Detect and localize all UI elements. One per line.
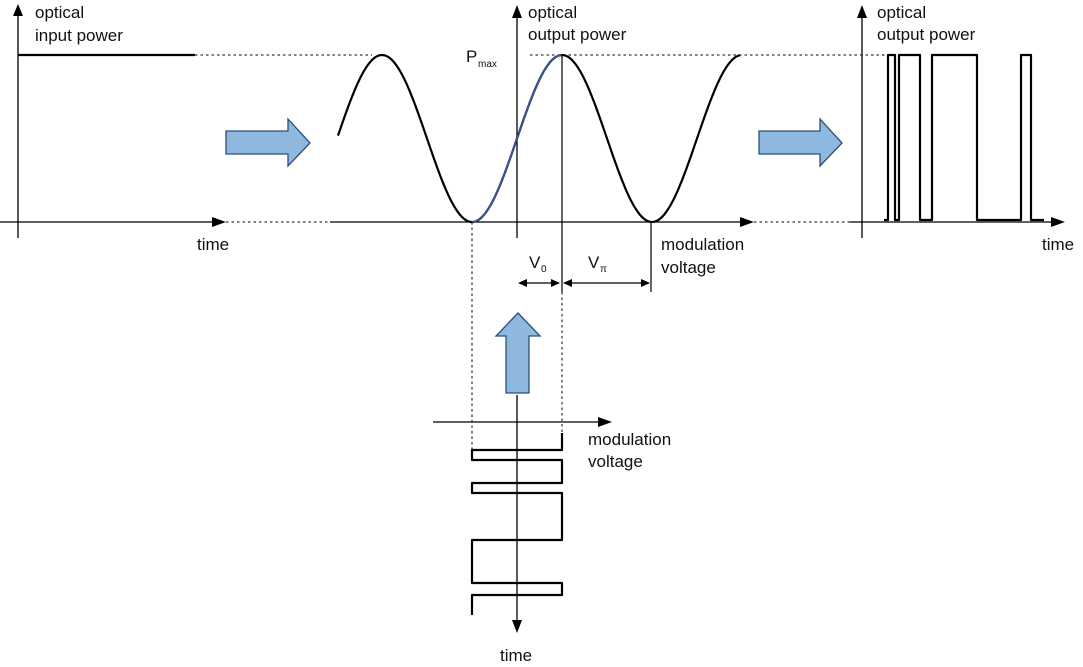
drive-modulation-voltage-label-line2: voltage (588, 452, 643, 471)
flow-arrow-input-to-modulator (225, 117, 311, 168)
flow-arrow-modulator-to-output (758, 117, 843, 168)
vpi-left-arrowhead (563, 279, 572, 287)
modulation-voltage-label-line2: voltage (661, 258, 716, 277)
optical-output-pulse-train (884, 53, 1044, 222)
operating-segment-curve (471, 54, 563, 223)
drive-voltage-waveform (470, 433, 564, 615)
right-output-power-label-line2: output power (877, 25, 976, 44)
left-time-label: time (197, 235, 229, 254)
vpi-symbol: V (588, 253, 600, 272)
input-power-label-line1: optical (35, 3, 84, 22)
v0-symbol: V (529, 253, 541, 272)
v0-subscript: 0 (541, 264, 547, 275)
right-time-label: time (1042, 235, 1074, 254)
v0-left-arrowhead (518, 279, 527, 287)
input-power-panel: optical input power time (0, 3, 372, 254)
transfer-function-panel: optical output power P max modulation vo… (330, 3, 888, 292)
drive-modulation-voltage-label-line1: modulation (588, 430, 671, 449)
drive-signal-panel: modulation voltage time (433, 222, 671, 665)
flow-arrow-drive-to-modulator (494, 312, 542, 394)
output-power-label-line2: output power (528, 25, 627, 44)
v0-right-arrowhead (551, 279, 560, 287)
vpi-subscript: π (600, 264, 607, 275)
v0-dimension: V 0 (518, 253, 560, 287)
input-power-label-line2: input power (35, 26, 123, 45)
input-power-y-axis-arrowhead (13, 4, 23, 16)
vpi-right-arrowhead (641, 279, 650, 287)
output-power-y-axis-arrowhead (512, 5, 522, 18)
right-output-power-label-line1: optical (877, 3, 926, 22)
drive-voltage-axis-arrowhead (598, 417, 612, 427)
drive-time-axis-arrowhead (512, 620, 522, 633)
pmax-subscript: max (478, 59, 497, 70)
output-time-axis-arrowhead (1051, 217, 1065, 227)
pmax-symbol: P (466, 47, 477, 66)
modulation-voltage-axis-arrowhead (740, 217, 754, 227)
right-output-power-y-axis-arrowhead (857, 5, 867, 18)
modulation-voltage-label-line1: modulation (661, 235, 744, 254)
output-power-panel: optical output power time (850, 3, 1074, 254)
pmax-label: P max (466, 47, 497, 70)
bottom-time-label: time (500, 646, 532, 665)
vpi-dimension: V π (563, 253, 650, 287)
input-time-axis-arrowhead (212, 217, 226, 227)
output-power-label-line1: optical (528, 3, 577, 22)
